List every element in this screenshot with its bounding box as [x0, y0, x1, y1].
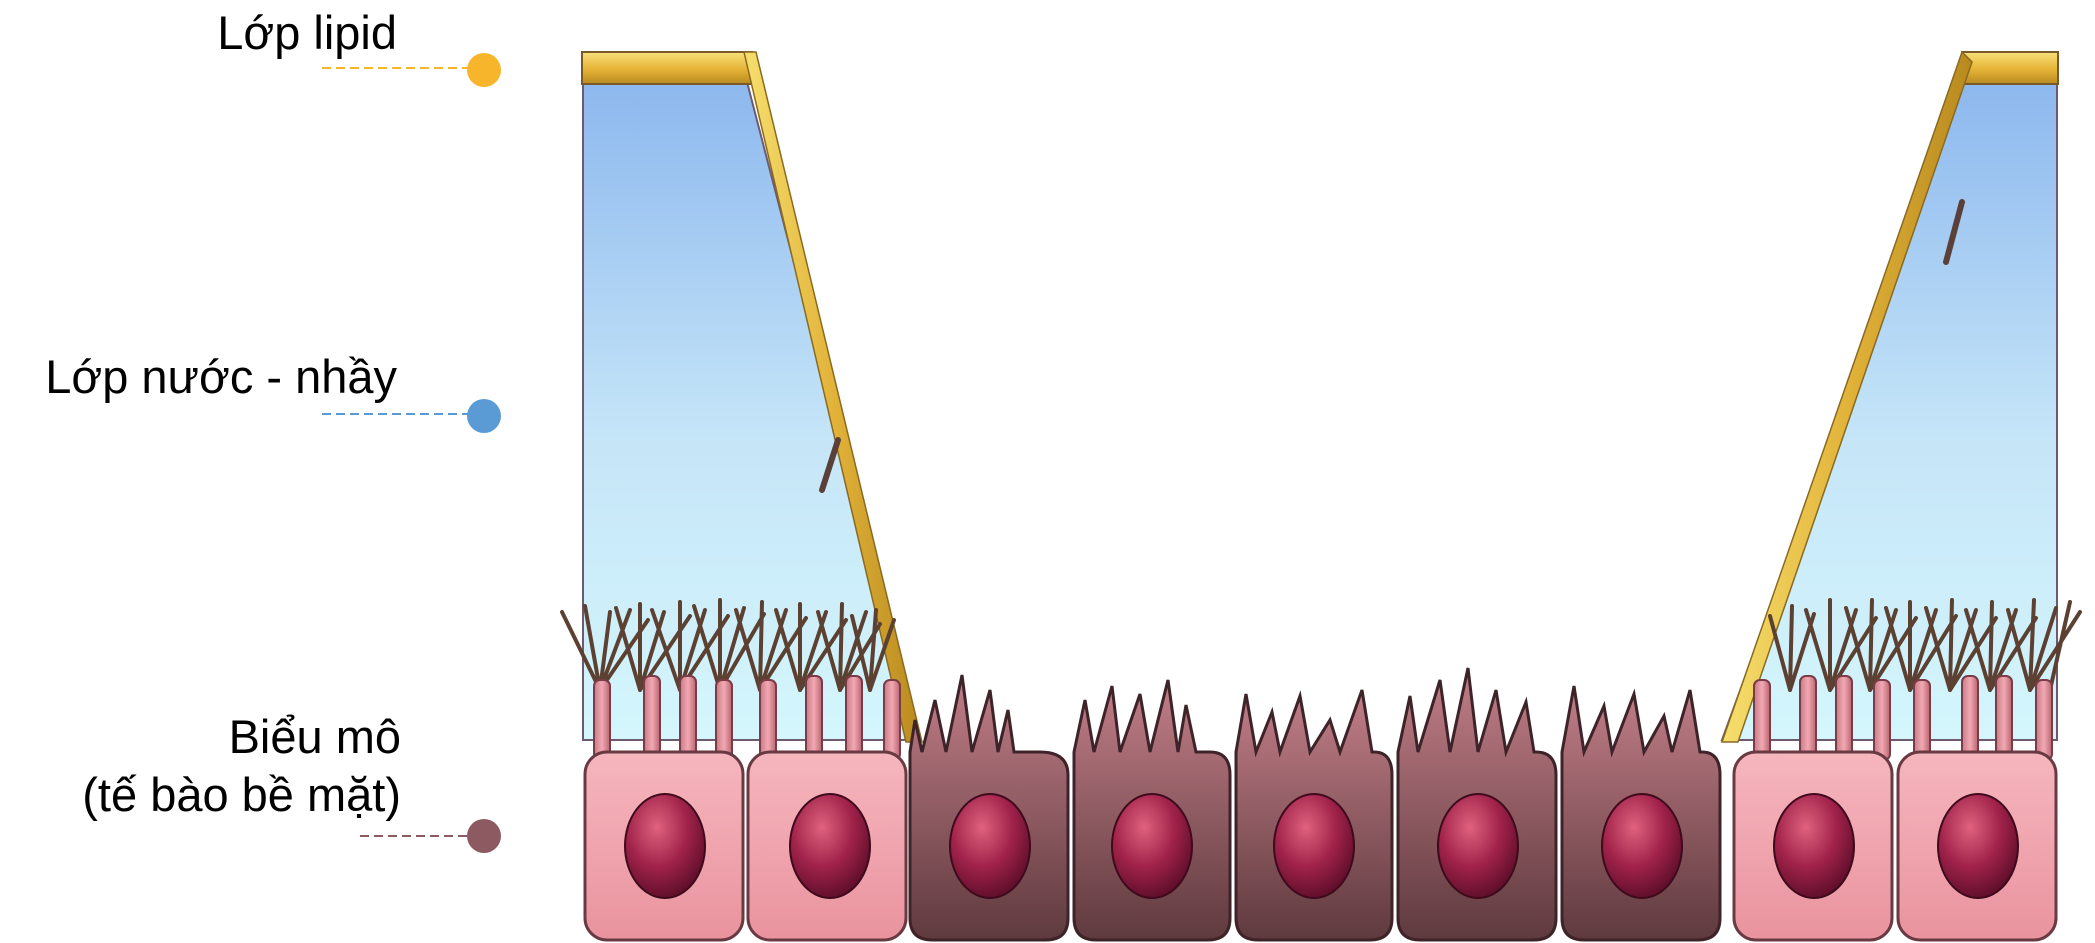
cell-light — [585, 752, 743, 940]
lipid-layer-left — [582, 52, 752, 84]
epithelium-marker-dot — [467, 819, 501, 853]
cell-dark — [1074, 680, 1230, 940]
cell-light — [1898, 752, 2056, 940]
cell-dark — [1236, 690, 1392, 940]
lipid-marker-dot — [467, 53, 501, 87]
cell-dark — [1562, 686, 1720, 940]
mucus-marker-dot — [467, 399, 501, 433]
cell-dark — [910, 675, 1068, 940]
cell-dark — [1398, 668, 1556, 940]
lipid-layer-right — [1962, 52, 2058, 84]
cell-light — [1734, 752, 1892, 940]
cell-light — [748, 752, 906, 940]
